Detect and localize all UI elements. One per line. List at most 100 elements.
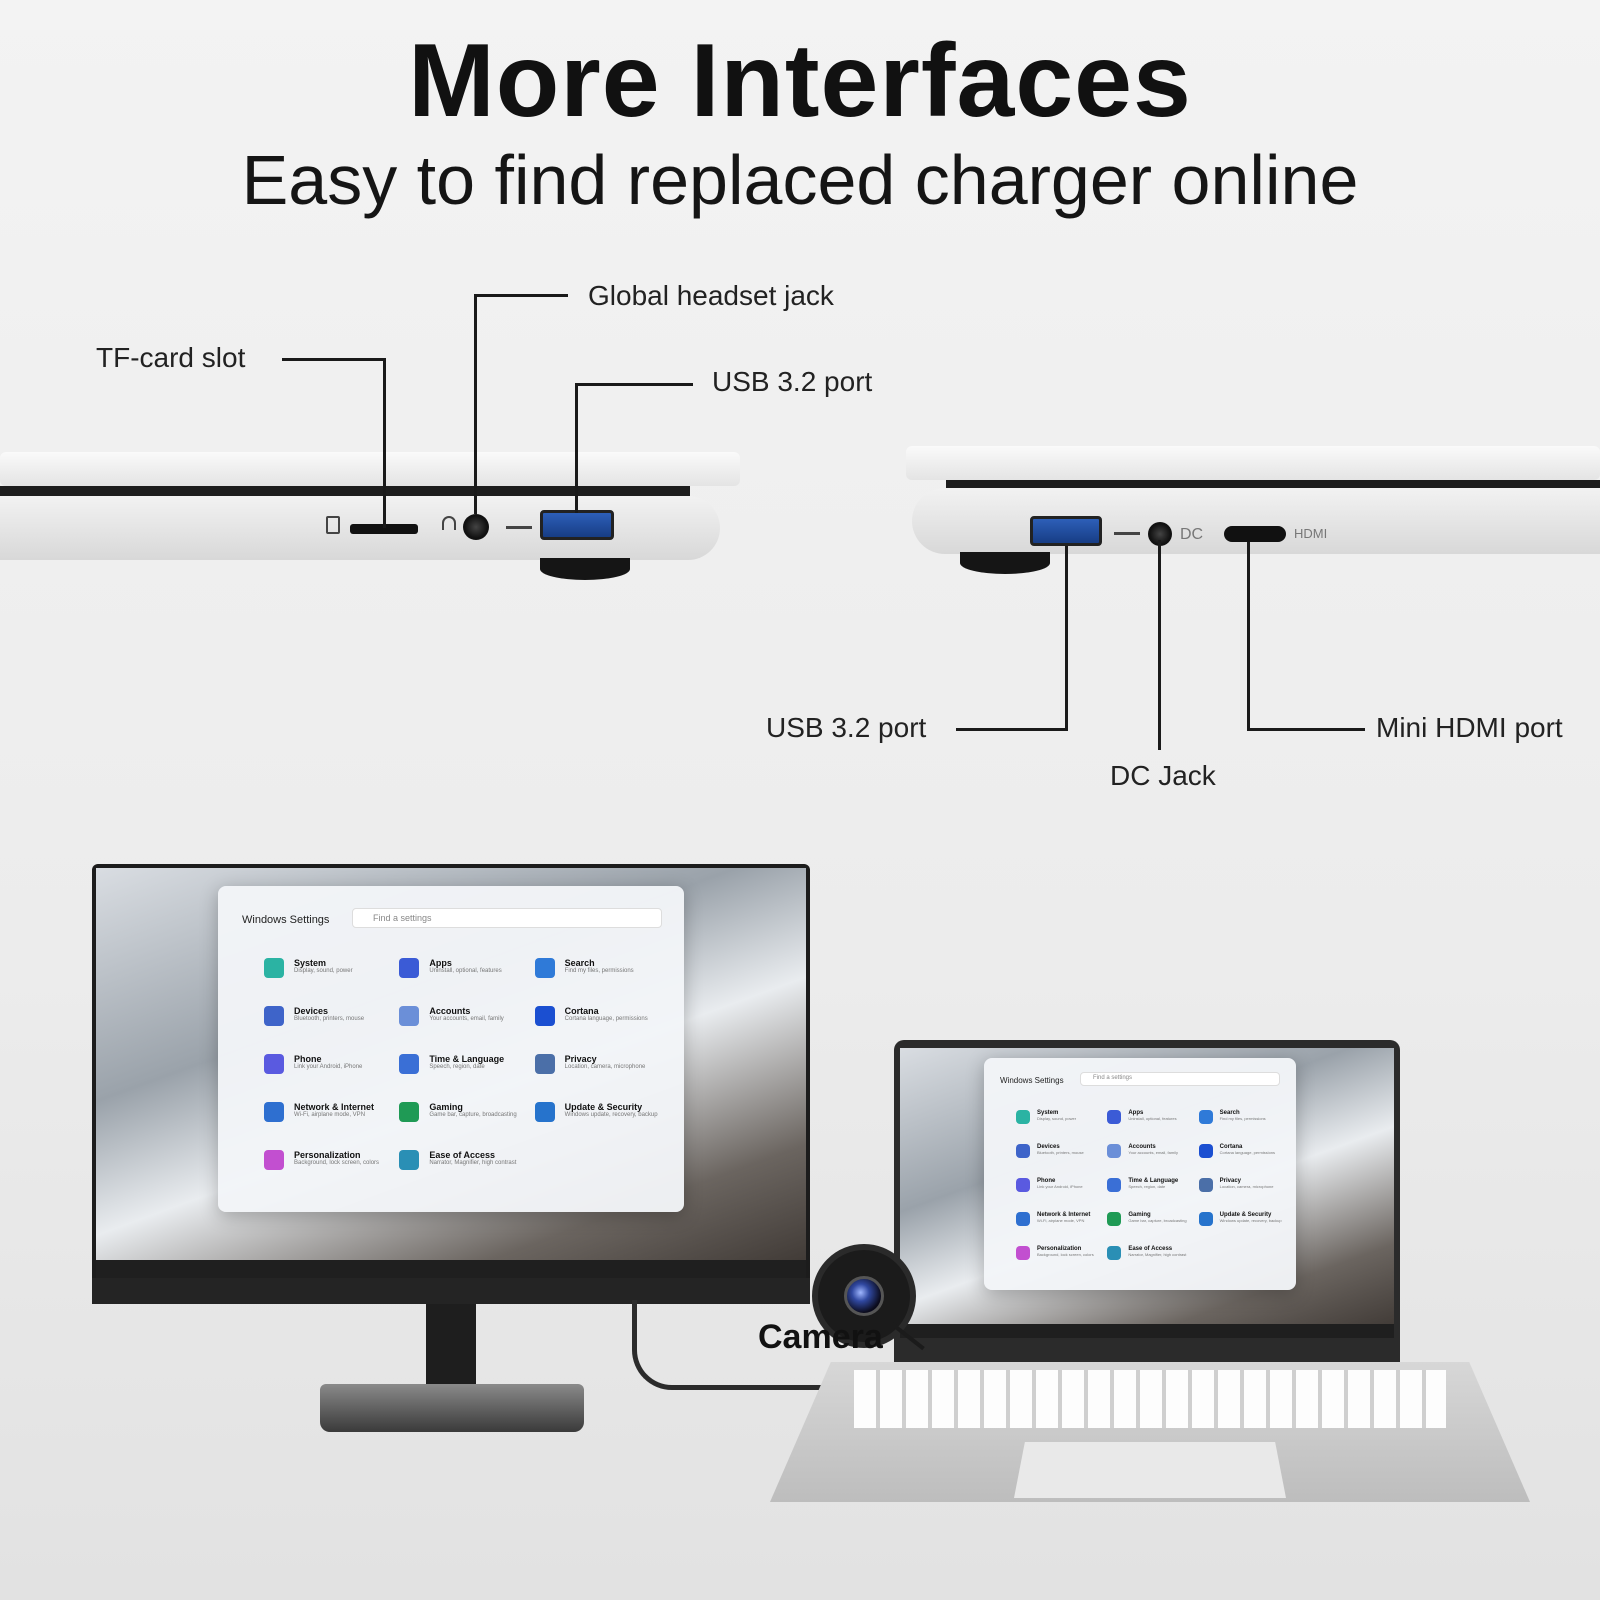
settings-item-icon	[534, 1102, 555, 1122]
page-subtitle: Easy to find replaced charger online	[241, 141, 1359, 219]
right-base	[912, 488, 1600, 554]
settings-title: Windows Settings	[242, 914, 330, 926]
settings-item-name: Ease of Access	[1128, 1246, 1173, 1252]
settings-item-icon	[399, 1054, 420, 1074]
camera-bubble	[812, 1244, 916, 1348]
laptop-settings-title: Windows Settings	[1000, 1076, 1064, 1085]
settings-item-name: Phone	[1037, 1178, 1056, 1184]
headset-leader-h	[474, 294, 568, 297]
left-usb-leader-h	[575, 383, 693, 386]
settings-search[interactable]: Find a settings	[352, 908, 662, 928]
settings-item-desc: Narrator, Magnifier, high contrast	[1128, 1252, 1187, 1257]
camera-lens-icon	[844, 1276, 884, 1316]
right-usb-port	[1030, 516, 1102, 546]
laptop-keyboard-deck	[770, 1362, 1530, 1502]
settings-item-name: Gaming	[1128, 1212, 1151, 1218]
left-usb-port	[540, 510, 614, 540]
laptop-settings-search[interactable]: Find a settings	[1080, 1072, 1280, 1086]
settings-item-icon	[534, 1006, 555, 1026]
settings-item-desc: Windows update, recovery, backup	[1219, 1218, 1282, 1223]
right-lid	[906, 446, 1600, 480]
settings-item-name: Apps	[429, 958, 452, 968]
settings-item-icon	[264, 958, 284, 978]
left-usb-label: USB 3.2 port	[712, 366, 873, 397]
settings-item-icon	[1198, 1110, 1213, 1124]
settings-item-name: Ease of Access	[429, 1150, 496, 1160]
settings-item-desc: Bluetooth, printers, mouse	[294, 1016, 365, 1022]
settings-item-name: System	[1037, 1110, 1059, 1116]
settings-item-name: Search	[1219, 1110, 1240, 1116]
headset-leader-v	[474, 294, 477, 514]
monitor-stand-base	[320, 1384, 584, 1432]
left-foot	[540, 558, 630, 580]
hdmi-leader-v	[1247, 542, 1250, 731]
right-foot	[960, 552, 1050, 574]
settings-item-name: Privacy	[564, 1054, 597, 1064]
tf-card-leader-h	[282, 358, 386, 361]
mini-hdmi-port	[1224, 526, 1286, 542]
settings-item-icon	[1016, 1212, 1030, 1226]
dc-print: DC	[1180, 526, 1204, 543]
settings-item-icon	[534, 1054, 555, 1074]
right-usb-label: USB 3.2 port	[766, 712, 927, 743]
headset-jack-label: Global headset jack	[588, 280, 834, 311]
left-laptop-profile	[0, 440, 740, 580]
settings-item-desc: Game bar, capture, broadcasting	[429, 1112, 517, 1118]
settings-item-desc: Wi-Fi, airplane mode, VPN	[294, 1112, 366, 1118]
usb-icon	[506, 526, 532, 529]
settings-item-icon	[1016, 1178, 1030, 1192]
settings-item-desc: Wi-Fi, airplane mode, VPN	[1037, 1218, 1085, 1223]
hdmi-cable	[632, 1300, 862, 1390]
tf-card-slot	[350, 524, 418, 534]
page-title: More Interfaces	[408, 23, 1192, 139]
laptop-search-placeholder: Find a settings	[1093, 1075, 1133, 1081]
left-lid	[0, 452, 740, 486]
settings-item-name: Time & Language	[429, 1054, 505, 1064]
settings-item-desc: Uninstall, optional, features	[429, 968, 502, 974]
left-seam	[0, 486, 690, 496]
settings-item-desc: Your accounts, email, family	[1128, 1150, 1178, 1155]
settings-item-name: Apps	[1128, 1110, 1144, 1116]
settings-item-icon	[1107, 1110, 1122, 1124]
settings-item-name: Cortana	[1219, 1144, 1243, 1150]
settings-item-name: Accounts	[429, 1006, 471, 1016]
left-usb-leader-v	[575, 383, 578, 513]
settings-item-name: Update & Security	[1219, 1212, 1272, 1218]
monitor-taskbar	[96, 1260, 806, 1278]
settings-item-icon	[399, 1102, 420, 1122]
